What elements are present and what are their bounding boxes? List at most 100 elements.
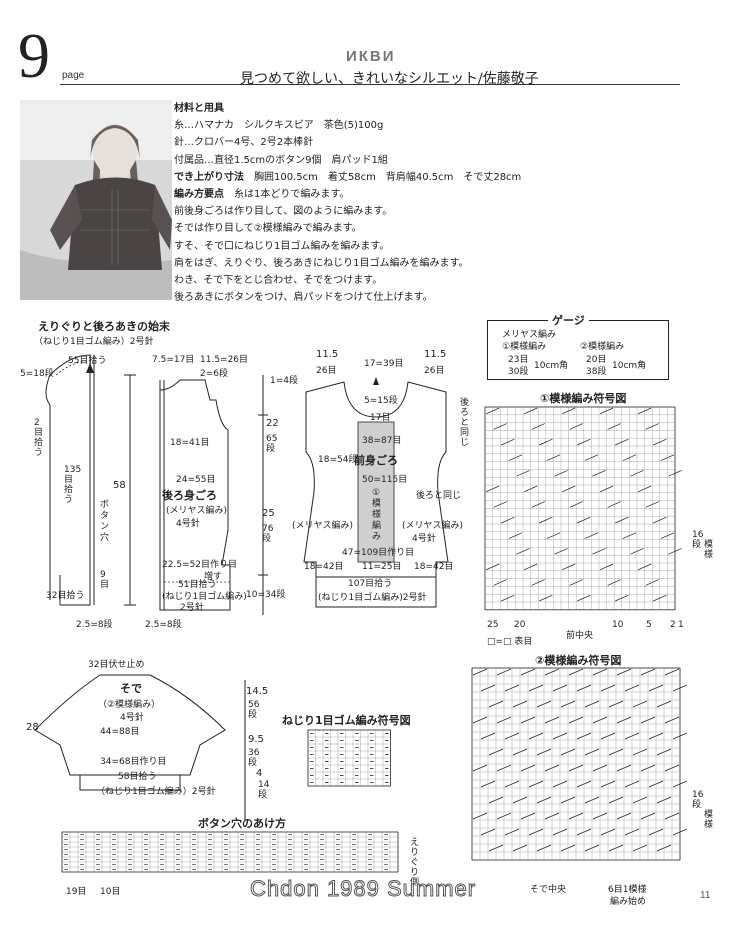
stitch-symbol [645, 579, 659, 586]
stitch-symbol [637, 407, 652, 415]
stitch-symbol [508, 454, 523, 461]
dim-vertical-line [258, 375, 268, 615]
header-rule [60, 84, 680, 85]
front-5-15: 5=15段 [364, 396, 398, 406]
stitch-symbol [536, 796, 552, 804]
gauge-p1-row: 30段 [508, 367, 529, 377]
stitch-symbol [488, 748, 504, 756]
neck-2pick: 2目拾う [34, 418, 44, 458]
gauge-p2-size: 10cm角 [612, 361, 647, 371]
stitch-symbol [632, 844, 648, 852]
front-18-54: 18=54段 [318, 455, 358, 465]
back-22-5: 22.5=52目作り目 [162, 560, 238, 570]
stitch-symbol [664, 668, 680, 676]
sleeve-4go: 4号針 [120, 713, 144, 723]
stitch-symbol [472, 716, 488, 724]
stitch-symbol [528, 684, 544, 692]
stitch-symbol [648, 780, 664, 788]
stitch-symbol [544, 716, 560, 724]
front-11-5a: 11.5 [316, 349, 339, 360]
footer-watermark: Chdon 1989 Summer [249, 876, 477, 902]
stitch-symbol [632, 748, 648, 756]
stitch-symbol [640, 764, 656, 772]
chart1-x-25: 25 [487, 620, 499, 630]
stitch-symbol [600, 732, 616, 740]
stitch-symbol [560, 844, 576, 852]
sleeve-44-88: 44=88目 [100, 727, 140, 737]
stitch-symbol [544, 812, 560, 820]
sleeve-outline [34, 674, 226, 791]
step-5: わき、そで下をとじ合わせ、そでをつけます。 [174, 275, 383, 287]
page-number-right: 11 [700, 890, 711, 901]
stitch-symbol [599, 407, 614, 415]
gauge-p1-size: 10cm角 [534, 361, 569, 371]
stitch-symbol [630, 470, 644, 477]
stitch-symbol [531, 501, 545, 508]
front-back-same2: 後ろと同じ [416, 491, 462, 501]
stitch-symbol [616, 716, 632, 724]
stitch-symbol [488, 796, 504, 804]
chart1-16: 16段 [692, 530, 704, 550]
stitch-symbol [653, 594, 667, 602]
stitch-symbol [664, 812, 680, 820]
page-number: 9 [18, 20, 50, 91]
back-title: 後ろ身ごろ [162, 489, 217, 502]
gauge-title: ゲージ [548, 312, 589, 328]
dim-65: 65段 [266, 434, 278, 454]
stitch-symbol [645, 423, 659, 430]
stitch-symbol [632, 700, 648, 708]
back-18-41: 18=41目 [170, 438, 210, 448]
points-line: 編み方要点 糸は1本どりで編みます。 [174, 186, 654, 203]
stitch-symbol [656, 796, 672, 804]
stitch-symbol [630, 548, 644, 555]
gauge-meriyasu: メリヤス編み [502, 330, 557, 340]
stitch-symbol [539, 438, 553, 446]
points-first: 糸は1本どりで編みます。 [234, 189, 350, 201]
chart1-legend: □=□ 表目 [487, 637, 533, 647]
stitch-symbol [660, 454, 675, 461]
sleeve-4: 4 [256, 768, 263, 779]
materials-needles: 針…クロバー4号、2号2本棒針 [174, 137, 314, 149]
stitch-symbol [561, 407, 576, 415]
chart1-x-1: 1 [678, 620, 684, 630]
page-subtitle: 見つめて欲しい、きれいなシルエット/佐藤敬子 [240, 71, 539, 87]
front-18-42b: 18=42目 [414, 562, 454, 572]
stitch-symbol [544, 668, 560, 676]
chart1-grid [484, 406, 682, 611]
stitch-symbol [523, 407, 538, 415]
stitch-symbol [520, 812, 536, 820]
stitch-symbol [520, 716, 536, 724]
dim-1-4: 1=4段 [270, 376, 298, 386]
stitch-symbol [560, 700, 576, 708]
stitch-symbol [504, 732, 520, 740]
size-value: 胸囲100.5cm 着丈58cm 背肩幅40.5cm そで丈28cm [254, 171, 522, 183]
stitch-symbol [568, 812, 584, 820]
materials-yarn: 糸…ハマナカ シルクキスビア 茶色(5)100g [174, 120, 384, 132]
stitch-symbol [600, 828, 616, 836]
sleeve-14-5: 14.5 [246, 686, 269, 697]
stitch-symbol [561, 563, 576, 571]
stitch-symbol [624, 780, 640, 788]
step-4: 肩をはぎ、えりぐり、後ろあきにねじり1目ゴム編みを編みます。 [174, 257, 469, 269]
front-4go: 4号針 [412, 534, 436, 544]
materials-block: 材料と用具 糸…ハマナカ シルクキスビア 茶色(5)100g 針…クロバー4号、… [174, 100, 654, 306]
stitch-symbol [672, 828, 688, 836]
stitch-symbol [648, 828, 664, 836]
back-body-outline [159, 379, 231, 611]
stitch-symbol [672, 780, 688, 788]
stitch-symbol [608, 700, 624, 708]
stitch-symbol [592, 548, 606, 555]
sleeve-36: 36段 [248, 748, 260, 768]
chart2-16: 16段 [692, 790, 704, 810]
stitch-symbol [616, 812, 632, 820]
chart2-start: 編み始め [610, 897, 647, 907]
stitch-symbol [592, 812, 608, 820]
sleeve-rib: （ねじり1目ゴム編み）2号針 [96, 787, 216, 797]
stitch-symbol [504, 780, 520, 788]
stitch-symbol [664, 764, 680, 772]
chart2-bottom: 6目1模様 [608, 885, 647, 895]
materials-accessories: 付属品…直径1.5cmのボタン9個 肩パッド1組 [174, 154, 388, 166]
stitch-symbol [539, 516, 553, 524]
stitch-symbol [560, 748, 576, 756]
stitch-symbol [576, 732, 592, 740]
